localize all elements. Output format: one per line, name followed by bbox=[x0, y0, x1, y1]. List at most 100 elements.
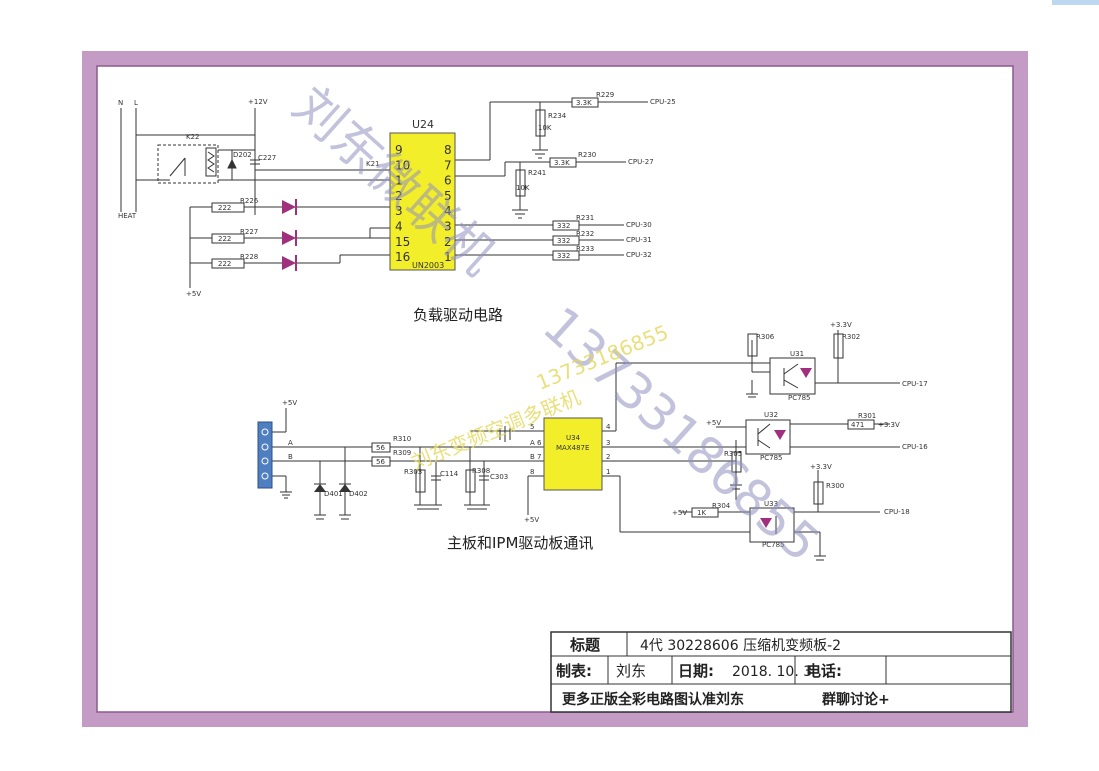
bottom-diodes bbox=[314, 368, 812, 528]
u34-left-pin: 8 bbox=[530, 468, 534, 476]
label-r303: R303 bbox=[404, 468, 422, 476]
label-r228: R228 bbox=[240, 253, 258, 261]
label-c227: C227 bbox=[258, 154, 276, 162]
value-r229: 3.3K bbox=[576, 99, 592, 107]
label-load-drive-circuit: 负载驱动电路 bbox=[413, 306, 503, 324]
u34-left-pin: A 6 bbox=[530, 439, 542, 447]
label-r306: R306 bbox=[756, 333, 775, 341]
u24-part: UN2003 bbox=[412, 261, 444, 270]
title-label: 标题 bbox=[569, 636, 601, 654]
value-r232: 332 bbox=[557, 237, 570, 245]
maker-label: 制表: bbox=[556, 662, 592, 680]
label-l: L bbox=[134, 99, 138, 107]
label-c114: C114 bbox=[440, 470, 459, 478]
u24-right-pin: 1 bbox=[444, 250, 452, 264]
u34-right-pin: 2 bbox=[606, 453, 610, 461]
u24-left-pin: 10 bbox=[395, 158, 410, 172]
label-r227: R227 bbox=[240, 228, 258, 236]
label-r229: R229 bbox=[596, 91, 614, 99]
label-c303: C303 bbox=[490, 473, 508, 481]
u24-right-pin: 3 bbox=[444, 220, 452, 234]
u24-right-pin: 7 bbox=[444, 158, 452, 172]
label-12v: +12V bbox=[248, 98, 268, 106]
label-r304: R304 bbox=[712, 502, 731, 510]
title-value: 4代 30228606 压缩机变频板-2 bbox=[640, 638, 841, 654]
u24-right-pin: 5 bbox=[444, 189, 452, 203]
label-33v-b: +3.3V bbox=[878, 421, 900, 429]
value-r228: 222 bbox=[218, 260, 231, 268]
date-label: 日期: bbox=[678, 662, 714, 680]
led-diodes bbox=[282, 199, 297, 271]
u24-right-pin: 2 bbox=[444, 235, 452, 249]
label-heat: HEAT bbox=[118, 212, 137, 220]
value-r304: 1K bbox=[697, 509, 706, 517]
value-r233: 332 bbox=[557, 252, 570, 260]
u34-left-pin: B 7 bbox=[530, 453, 541, 461]
label-comm-circuit: 主板和IPM驱动板通讯 bbox=[447, 534, 593, 552]
label-pc785-b: PC785 bbox=[760, 454, 782, 462]
label-pc785-c: PC785 bbox=[762, 541, 784, 549]
u34-part: MAX487E bbox=[556, 444, 589, 452]
u34-left-pin: 5 bbox=[530, 423, 534, 431]
maker-value: 刘东 bbox=[616, 662, 646, 680]
u24-left-pin: 9 bbox=[395, 143, 403, 157]
label-u32: U32 bbox=[764, 411, 778, 419]
u24-left-pin: 2 bbox=[395, 189, 403, 203]
u34-title: U34 bbox=[566, 434, 581, 442]
label-pc785-a: PC785 bbox=[788, 394, 810, 402]
label-r226: R226 bbox=[240, 197, 259, 205]
load-drive-circuit bbox=[120, 97, 648, 288]
label-k21: K21 bbox=[366, 160, 380, 168]
comm-circuit bbox=[272, 330, 900, 561]
label-r301: R301 bbox=[858, 412, 876, 420]
u24-right-pin: 4 bbox=[444, 204, 452, 218]
label-cpu16: CPU-16 bbox=[902, 443, 928, 451]
label-r305: R305 bbox=[724, 450, 742, 458]
u24-left-pin: 4 bbox=[395, 220, 403, 234]
value-r227: 222 bbox=[218, 235, 231, 243]
value-r301: 471 bbox=[851, 421, 864, 429]
label-r234: R234 bbox=[548, 112, 567, 120]
value-r230: 3.3K bbox=[554, 159, 570, 167]
label-5v-d: +5V bbox=[706, 419, 721, 427]
u24-left-pin: 3 bbox=[395, 204, 403, 218]
label-d402: D402 bbox=[349, 490, 368, 498]
footer-text-2: 群聊讨论+ bbox=[821, 691, 890, 708]
u24-left-pin: 16 bbox=[395, 250, 410, 264]
label-d401: D401 bbox=[324, 490, 343, 498]
value-r310: 56 bbox=[376, 444, 385, 452]
u24-right-pin: 8 bbox=[444, 143, 452, 157]
label-33v-a: +3.3V bbox=[830, 321, 852, 329]
u24-title: U24 bbox=[412, 118, 434, 131]
label-cpu18: CPU-18 bbox=[884, 508, 910, 516]
label-r230: R230 bbox=[578, 151, 596, 159]
label-cpu27: CPU-27 bbox=[628, 158, 654, 166]
corner-tab bbox=[1052, 0, 1099, 5]
component-labels: N L HEAT +12V +5V K22 D202 C227 K21 R226… bbox=[118, 91, 928, 549]
u34-right-pin: 4 bbox=[606, 423, 611, 431]
title-block: 标题 4代 30228606 压缩机变频板-2 制表: 刘东 日期: 2018.… bbox=[550, 631, 1012, 713]
label-b: B bbox=[288, 453, 293, 461]
label-cpu25: CPU-25 bbox=[650, 98, 676, 106]
label-n: N bbox=[118, 99, 123, 107]
label-r231: R231 bbox=[576, 214, 594, 222]
label-u31: U31 bbox=[790, 350, 804, 358]
u34-right-pin: 1 bbox=[606, 468, 610, 476]
u34-chip bbox=[543, 417, 603, 491]
date-value: 2018. 10. 3 bbox=[732, 664, 812, 680]
connector-cn bbox=[257, 421, 273, 489]
label-5v-b: +5V bbox=[282, 399, 297, 407]
label-r233: R233 bbox=[576, 245, 594, 253]
value-r234: 10K bbox=[538, 124, 552, 132]
label-r308: R308 bbox=[472, 467, 490, 475]
value-r226: 222 bbox=[218, 204, 231, 212]
label-r241: R241 bbox=[528, 169, 546, 177]
label-d202: D202 bbox=[233, 151, 252, 159]
label-5v-e: +5V bbox=[672, 509, 687, 517]
label-r302: R302 bbox=[842, 333, 860, 341]
u24-chip bbox=[389, 132, 456, 271]
phone-label: 电话: bbox=[806, 662, 842, 680]
